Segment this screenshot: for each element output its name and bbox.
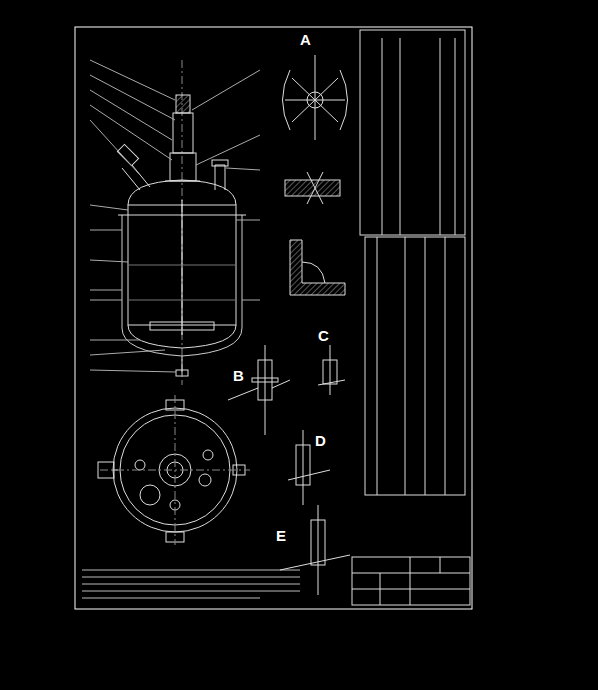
view-letter: B — [233, 368, 244, 383]
view-letter: D — [315, 433, 326, 448]
view-letter: A — [300, 32, 311, 47]
view-letter: E — [276, 528, 286, 543]
sheet-frame — [75, 27, 472, 609]
title-block — [352, 557, 470, 605]
reactor-vessel — [117, 60, 246, 385]
parts-list — [365, 237, 465, 495]
view-letter: C — [318, 328, 329, 343]
flange-details — [228, 345, 350, 595]
section-detail — [285, 172, 345, 295]
design-table — [360, 30, 465, 235]
technical-notes — [82, 570, 300, 598]
detail-a — [283, 55, 348, 140]
plan-view — [98, 395, 250, 545]
leader-lines — [90, 60, 260, 372]
